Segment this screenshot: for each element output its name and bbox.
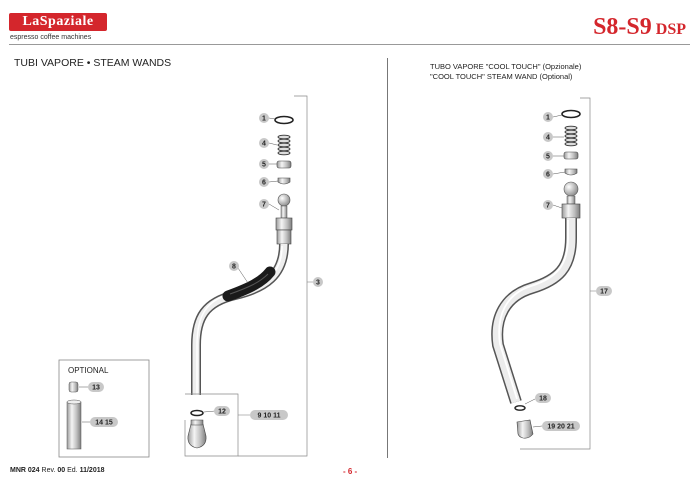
spring-part	[277, 134, 291, 156]
svg-text:4: 4	[262, 141, 266, 148]
svg-text:13: 13	[92, 385, 100, 392]
model-name: S8-S9	[593, 14, 652, 40]
callout-18: 18	[524, 393, 551, 405]
gasket-ring	[274, 115, 294, 125]
right-title-line1: TUBO VAPORE "COOL TOUCH" (Opzionale)	[430, 62, 582, 71]
brand-tagline: espresso coffee machines	[10, 34, 92, 41]
svg-text:14 15: 14 15	[95, 420, 113, 427]
callout-5: 5	[259, 159, 277, 169]
callout-12: 12	[203, 406, 230, 416]
optional-box	[58, 359, 150, 458]
callout-1: 1	[543, 112, 563, 122]
ed-label: Ed.	[67, 467, 78, 474]
washer-part	[563, 151, 579, 160]
svg-text:9 10 11: 9 10 11	[258, 413, 281, 420]
svg-text:7: 7	[546, 203, 550, 210]
callout-9-10-11: 9 10 11	[250, 410, 288, 420]
svg-text:12: 12	[218, 409, 226, 416]
svg-text:6: 6	[546, 172, 550, 179]
svg-text:1: 1	[262, 116, 266, 123]
callout-7: 7	[259, 199, 280, 211]
rev-label: Rev.	[41, 467, 56, 474]
svg-text:18: 18	[539, 396, 547, 403]
insulation-tube	[66, 401, 82, 450]
callout-14-15: 14 15	[82, 417, 118, 427]
section-title: TUBI VAPORE • STEAM WANDS	[14, 57, 172, 69]
callout-5: 5	[543, 151, 564, 161]
cool-touch-insert	[68, 381, 79, 393]
cap-part	[564, 168, 578, 176]
svg-text:5: 5	[262, 162, 266, 169]
washer-part	[276, 160, 292, 169]
ball-joint	[563, 181, 579, 197]
svg-text:19 20 21: 19 20 21	[547, 424, 574, 431]
svg-text:17: 17	[600, 289, 608, 296]
callout-7: 7	[543, 200, 563, 210]
callout-6: 6	[543, 169, 566, 179]
gasket-ring	[561, 109, 581, 119]
spring-part	[564, 125, 578, 147]
callout-13: 13	[79, 382, 104, 392]
ball-joint	[277, 193, 291, 207]
page-number: - 6 -	[343, 467, 358, 476]
svg-text:5: 5	[546, 154, 550, 161]
doc-code: MNR 024	[10, 467, 40, 474]
header-rule	[9, 44, 690, 45]
right-title-line2: "COOL TOUCH" STEAM WAND (Optional)	[430, 72, 573, 81]
callout-6: 6	[259, 177, 279, 187]
svg-text:3: 3	[316, 280, 320, 287]
steam-nozzle	[187, 423, 207, 449]
nozzle-gasket	[190, 409, 204, 417]
callout-17: 17	[596, 286, 612, 296]
svg-text:6: 6	[262, 180, 266, 187]
optional-label: OPTIONAL	[68, 366, 109, 375]
callout-8: 8	[229, 261, 249, 284]
callout-4: 4	[259, 138, 278, 148]
brand-logo: LaSpaziale	[9, 13, 107, 31]
callout-3: 3	[313, 277, 323, 287]
right-cool-touch-wand-diagram: 1 4 5 6 7 17 18 19 20 21	[491, 97, 612, 450]
page-divider	[387, 58, 388, 458]
callout-4: 4	[543, 132, 564, 142]
callout-1: 1	[259, 113, 276, 123]
svg-text:8: 8	[232, 264, 236, 271]
svg-text:1: 1	[546, 115, 550, 122]
left-steam-wand-diagram: 1 4 5 6 7 8 3 12 9 10 11 13 14 15	[58, 95, 323, 458]
callout-19-20-21: 19 20 21	[532, 421, 580, 431]
revision: 00	[57, 467, 66, 474]
document-footer: MNR 024 Rev. 00 Ed. 11/2018	[10, 467, 105, 474]
cool-touch-nozzle	[516, 419, 534, 439]
svg-text:4: 4	[546, 135, 550, 142]
nozzle-gasket	[514, 405, 526, 411]
svg-text:7: 7	[262, 202, 266, 209]
cap-part	[277, 177, 291, 185]
edition-date: 11/2018	[79, 467, 105, 474]
model-suffix: DSP	[655, 21, 686, 38]
